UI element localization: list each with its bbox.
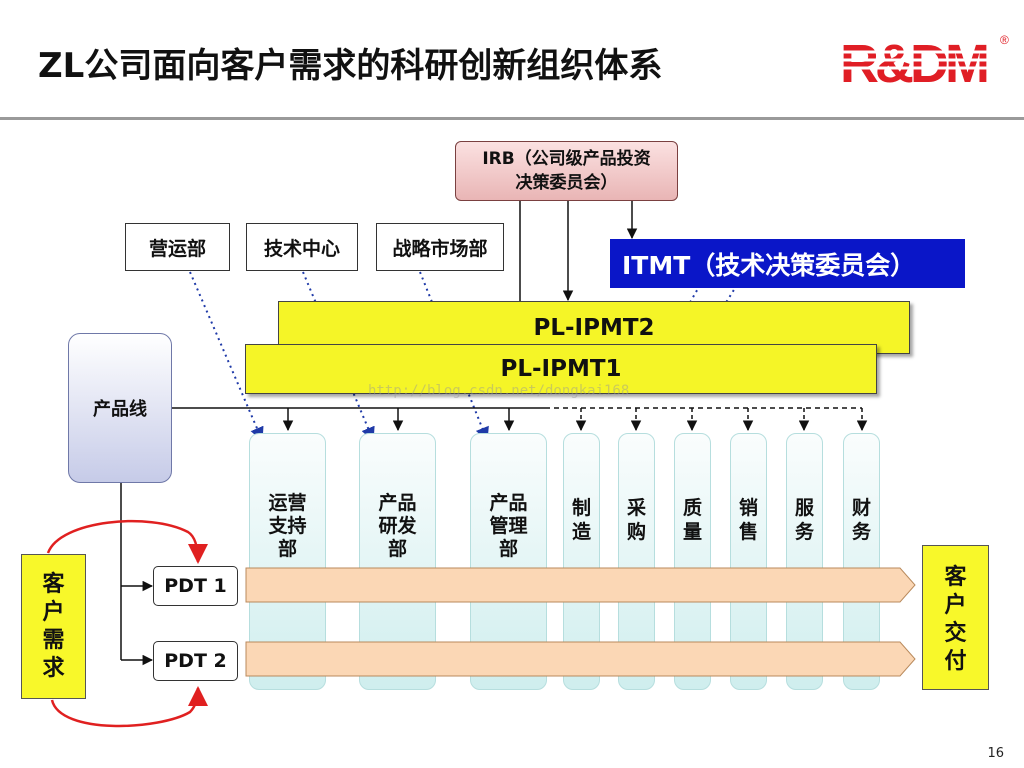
dept-text: 部 <box>498 538 518 560</box>
pdt1-flow-arrow <box>245 567 916 603</box>
pdt1-label: PDT 1 <box>164 575 227 597</box>
dept-text: 采 <box>626 497 646 519</box>
page-title: ZL公司面向客户需求的科研创新组织体系 <box>38 46 663 86</box>
ops-dotted-arrow <box>189 271 264 442</box>
dept-text: 购 <box>626 521 646 543</box>
dept-text: 产品 <box>489 492 528 514</box>
customer-delivery-char: 户 <box>944 593 967 618</box>
strategy-market-box: 战略市场部 <box>376 223 504 271</box>
pl-ipmt1-label: PL-IPMT1 <box>500 356 622 382</box>
pl-ipmt2-label: PL-IPMT2 <box>533 314 655 341</box>
dept-text: 支持 <box>268 515 307 537</box>
itmt-box: ITMT（技术决策委员会） <box>610 239 965 288</box>
strategy-market-label: 战略市场部 <box>392 237 488 260</box>
pdt2-label: PDT 2 <box>164 650 227 672</box>
product-line-box: 产品线 <box>68 333 172 483</box>
customer-need-box: 客 户 需 求 <box>21 554 86 699</box>
customer-need-char: 客 <box>42 571 65 597</box>
dept-text: 销 <box>738 497 758 519</box>
irb-box: IRB（公司级产品投资 决策委员会） <box>455 141 678 201</box>
dept-text: 管理 <box>489 515 528 537</box>
irb-line1: IRB（公司级产品投资 <box>482 149 651 169</box>
dept-text: 研发 <box>378 515 417 537</box>
registered-mark: ® <box>1000 33 1009 47</box>
dept-text: 务 <box>851 521 871 543</box>
watermark: http://blog.csdn.net/dongkai168 <box>368 383 630 399</box>
tech-center-label: 技术中心 <box>263 237 340 260</box>
customer-delivery-char: 客 <box>944 565 967 590</box>
itmt-label: ITMT（技术决策委员会） <box>622 250 916 280</box>
customer-delivery-char: 交 <box>944 621 967 646</box>
rdm-logo: R&DM ® <box>838 33 1009 90</box>
customer-need-char: 需 <box>42 627 65 653</box>
itmt-to-pl1-dotted-arrow <box>692 284 738 357</box>
customer-delivery-box: 客 户 交 付 <box>922 545 989 690</box>
product-line-label: 产品线 <box>93 399 147 420</box>
ops-dept-label: 营运部 <box>148 237 206 260</box>
dept-text: 制 <box>571 497 591 519</box>
dept-text: 质 <box>682 497 702 519</box>
dept-text: 运营 <box>268 492 307 514</box>
tech-center-box: 技术中心 <box>246 223 358 271</box>
ops-dept-box: 营运部 <box>125 223 230 271</box>
page-number: 16 <box>987 746 1004 761</box>
dept-text: 产品 <box>378 492 417 514</box>
dept-text: 量 <box>682 521 702 543</box>
dept-text: 造 <box>571 521 591 543</box>
dept-text: 部 <box>277 538 297 560</box>
customer-need-char: 户 <box>42 599 65 625</box>
header-divider <box>0 117 1024 120</box>
dept-text: 服 <box>794 497 814 519</box>
pdt1-box: PDT 1 <box>153 566 238 606</box>
customer-need-char: 求 <box>42 655 65 681</box>
dept-text: 财 <box>851 497 871 519</box>
customer-delivery-char: 付 <box>944 649 967 674</box>
pdt2-flow-arrow <box>245 641 916 677</box>
dept-text: 务 <box>794 521 814 543</box>
need-to-pdt1-curve-arrow <box>46 519 208 564</box>
dept-text: 售 <box>738 521 758 543</box>
pl-ipmt1-box: PL-IPMT1 <box>245 344 877 394</box>
need-to-pdt2-curve-arrow <box>50 686 208 728</box>
pdt2-box: PDT 2 <box>153 641 238 681</box>
svg-text:R&DM: R&DM <box>840 34 987 90</box>
dept-text: 部 <box>387 538 407 560</box>
irb-line2: 决策委员会） <box>515 173 618 193</box>
